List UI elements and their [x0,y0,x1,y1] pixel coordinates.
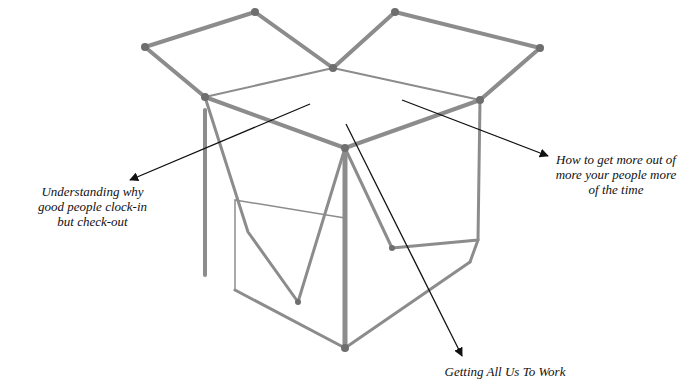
leader-lines [130,100,548,356]
callout-label: Understanding why good people clock-in b… [30,184,155,229]
box-drawing [145,12,540,348]
joint-dots [141,8,544,352]
callout-label: Getting All Us To Work [405,364,605,379]
callout-label: How to get more out of more your people … [552,152,680,197]
